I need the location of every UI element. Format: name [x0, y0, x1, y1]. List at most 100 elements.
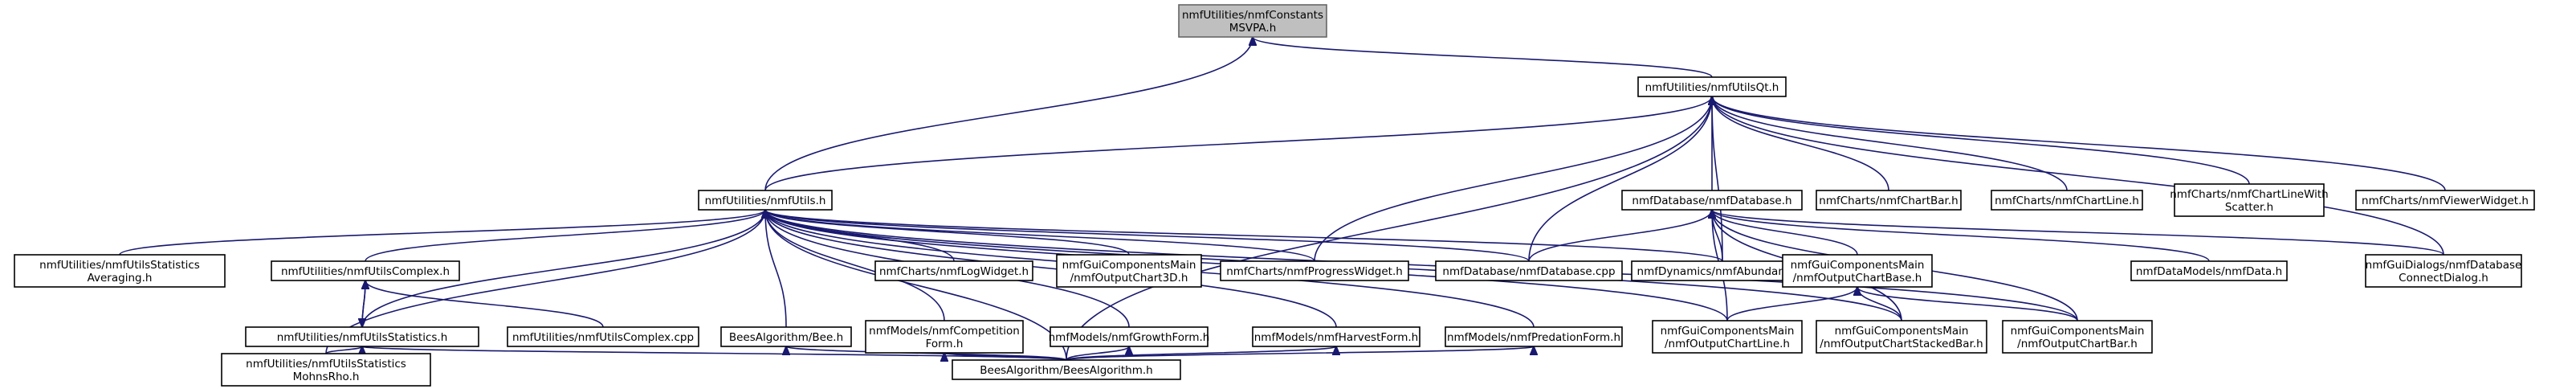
node-label: nmfCharts/nmfProgressWidget.h: [1226, 265, 1403, 278]
edge-viewerwidget-to-utilsqt: [1712, 96, 2446, 191]
edge-complex_h-to-utils: [365, 210, 765, 262]
node-label: nmfGuiComponentsMain: [1791, 259, 1925, 272]
node-label: MohnsRho.h: [293, 371, 360, 383]
node-box: [1050, 326, 1209, 347]
node-box: [1816, 320, 1987, 354]
node-label: nmfUtilities/nmfConstants: [1182, 9, 1323, 22]
node-label: nmfCharts/nmfChartBar.h: [1819, 194, 1958, 207]
node-label: Averaging.h: [88, 272, 153, 285]
node-label: nmfGuiComponentsMain: [2011, 325, 2145, 338]
node-outputchartbar[interactable]: nmfGuiComponentsMain/nmfOutputChartBar.h: [2002, 320, 2153, 354]
node-label: nmfModels/nmfGrowthForm.h: [1049, 331, 1210, 344]
node-chartline[interactable]: nmfCharts/nmfChartLine.h: [1991, 190, 2143, 211]
node-box: [1816, 190, 1962, 211]
node-bee[interactable]: BeesAlgorithm/Bee.h: [720, 326, 852, 347]
node-box: [507, 326, 699, 347]
node-box: [271, 260, 460, 281]
node-label: nmfModels/nmfCompetition: [869, 325, 1020, 338]
edge-connectdialog-to-database_h: [1712, 210, 2444, 256]
node-utilsqt[interactable]: nmfUtilities/nmfUtilsQt.h: [1637, 76, 1787, 97]
edge-complex_h-to-stats_h: [362, 280, 365, 327]
node-statsavg[interactable]: nmfUtilities/nmfUtilsStatisticsAveraging…: [14, 254, 226, 288]
node-box: [14, 254, 226, 288]
edge-utils-to-constants: [764, 37, 1253, 191]
node-label: nmfDatabase/nmfDatabase.h: [1632, 194, 1791, 207]
node-predation[interactable]: nmfModels/nmfPredationForm.h: [1445, 326, 1623, 347]
node-stats_h[interactable]: nmfUtilities/nmfUtilsStatistics.h: [245, 326, 479, 347]
edge-abundance-to-utilsqt: [1712, 96, 1723, 262]
edge-database_cpp-to-database_h: [1528, 210, 1712, 262]
node-label: nmfCharts/nmfChartLine.h: [1995, 194, 2139, 207]
node-viewerwidget[interactable]: nmfCharts/nmfViewerWidget.h: [2355, 190, 2535, 211]
node-box: [1637, 76, 1787, 97]
node-chartbar[interactable]: nmfCharts/nmfChartBar.h: [1816, 190, 1962, 211]
node-box: [221, 353, 431, 387]
edge-outputchartbar-to-utils: [765, 210, 2078, 321]
node-box: [698, 190, 833, 211]
node-label: nmfCharts/nmfViewerWidget.h: [2362, 194, 2529, 207]
node-complex_h[interactable]: nmfUtilities/nmfUtilsComplex.h: [271, 260, 460, 281]
node-box: [952, 359, 1181, 380]
node-label: /nmfOutputChartBase.h: [1793, 272, 1922, 285]
node-label: nmfCharts/nmfLogWidget.h: [879, 265, 1029, 278]
node-label: nmfCharts/nmfChartLineWith: [2170, 188, 2328, 201]
node-label: BeesAlgorithm/BeesAlgorithm.h: [980, 364, 1152, 377]
node-outputchartstacked[interactable]: nmfGuiComponentsMain/nmfOutputChartStack…: [1816, 320, 1987, 354]
edge-progresswidget-to-utils: [765, 210, 1315, 262]
node-progresswidget[interactable]: nmfCharts/nmfProgressWidget.h: [1220, 260, 1409, 281]
node-label: BeesAlgorithm/Bee.h: [729, 331, 843, 344]
edge-database_cpp-to-utils: [765, 210, 1530, 262]
edge-outputchartline-to-outputchartbase: [1726, 287, 1857, 321]
node-datamodels[interactable]: nmfDataModels/nmfData.h: [2130, 260, 2288, 281]
node-growth[interactable]: nmfModels/nmfGrowthForm.h: [1049, 326, 1210, 347]
node-label: nmfUtilities/nmfUtilsQt.h: [1645, 81, 1779, 94]
node-label: /nmfOutputChartLine.h: [1665, 338, 1790, 350]
node-box: [2355, 190, 2535, 211]
node-label: ConnectDialog.h: [2399, 272, 2488, 285]
node-label: nmfModels/nmfHarvestForm.h: [1254, 331, 1418, 344]
edge-beesalgorithm-to-utilsqt: [1066, 96, 1712, 361]
node-label: Form.h: [926, 338, 964, 350]
node-label: /nmfOutputChart3D.h: [1070, 272, 1188, 285]
node-box: [1991, 190, 2143, 211]
node-box: [1178, 4, 1327, 38]
node-box: [1621, 190, 1803, 211]
node-outputchartline[interactable]: nmfGuiComponentsMain/nmfOutputChartLine.…: [1652, 320, 1803, 354]
node-label: nmfUtilities/nmfUtilsComplex.cpp: [512, 331, 694, 344]
node-beesalgorithm[interactable]: BeesAlgorithm/BeesAlgorithm.h: [952, 359, 1181, 380]
node-label: nmfGuiComponentsMain: [1835, 325, 1969, 338]
node-logwidget[interactable]: nmfCharts/nmfLogWidget.h: [874, 260, 1033, 281]
edge-utilsqt-to-constants: [1253, 37, 1713, 78]
node-box: [1252, 326, 1420, 347]
node-harvest[interactable]: nmfModels/nmfHarvestForm.h: [1252, 326, 1420, 347]
node-complex_cpp[interactable]: nmfUtilities/nmfUtilsComplex.cpp: [507, 326, 699, 347]
node-box: [1445, 326, 1623, 347]
edge-beesalgorithm-to-competition: [944, 353, 1067, 360]
node-outputchartbase[interactable]: nmfGuiComponentsMain/nmfOutputChartBase.…: [1782, 254, 1933, 288]
edge-outputchart3d-to-utils: [765, 210, 1130, 256]
edge-abundance-to-utils: [765, 210, 1723, 262]
edge-complex_cpp-to-complex_h: [365, 280, 604, 328]
node-mohnsrho[interactable]: nmfUtilities/nmfUtilsStatisticsMohnsRho.…: [221, 353, 431, 387]
node-box: [2002, 320, 2153, 354]
node-box: [1435, 260, 1623, 281]
node-outputchart3d[interactable]: nmfGuiComponentsMain/nmfOutputChart3D.h: [1056, 254, 1202, 288]
node-box: [874, 260, 1033, 281]
node-utils[interactable]: nmfUtilities/nmfUtils.h: [698, 190, 833, 211]
node-database_cpp[interactable]: nmfDatabase/nmfDatabase.cpp: [1435, 260, 1623, 281]
edge-database_cpp-to-utilsqt: [1528, 96, 1712, 262]
node-box: [720, 326, 852, 347]
edge-chartlinescatter-to-utilsqt: [1712, 96, 2250, 185]
edge-beesalgorithm-to-growth: [1066, 346, 1129, 361]
node-label: nmfUtilities/nmfUtilsStatistics.h: [277, 331, 448, 344]
node-label: MSVPA.h: [1229, 22, 1277, 35]
node-label: nmfDataModels/nmfData.h: [2136, 265, 2282, 278]
edges-layer: [119, 37, 2446, 361]
node-database_h[interactable]: nmfDatabase/nmfDatabase.h: [1621, 190, 1803, 211]
node-box: [865, 320, 1024, 354]
edge-mohnsrho-to-stats_h: [325, 346, 362, 354]
